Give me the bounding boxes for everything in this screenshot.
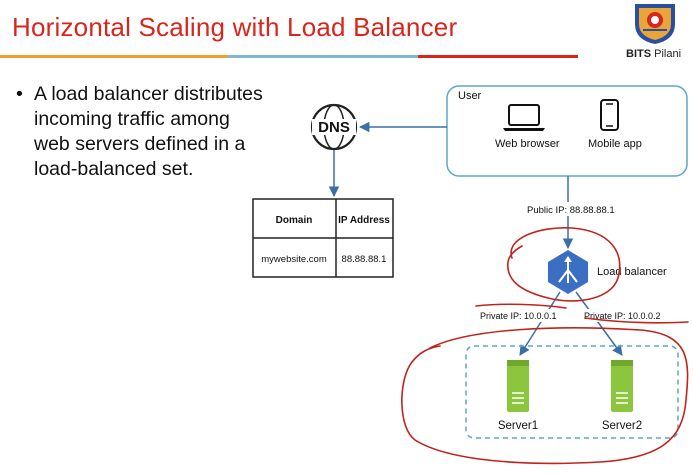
dns-label: DNS	[318, 119, 350, 136]
user-label: User	[458, 90, 482, 102]
server1-label: Server1	[498, 420, 538, 432]
mobile-phone-icon	[600, 99, 619, 131]
bits-logo-icon	[635, 4, 675, 44]
title-underline-red	[418, 55, 578, 58]
mobile-app-label: Mobile app	[588, 138, 642, 150]
red-annotation-marks	[401, 227, 689, 465]
private-ip-2-label: Private IP: 10.0.0.2	[584, 311, 661, 321]
server-icon	[611, 360, 633, 412]
bullet-text: A load balancer distributes incoming tra…	[34, 83, 263, 180]
load-balancer-icon	[548, 250, 588, 294]
table-header-domain: Domain	[276, 215, 313, 226]
table-cell-domain: mywebsite.com	[261, 254, 327, 265]
bullet-dot: •	[16, 83, 23, 105]
load-balancer-label: Load balancer	[597, 266, 667, 278]
private-ip-1-label: Private IP: 10.0.0.1	[480, 311, 557, 321]
table-header-ip: IP Address	[338, 215, 390, 226]
annotation-underline-private-ip-2	[584, 317, 689, 324]
arrow-lb-to-server1	[519, 291, 561, 356]
dns-table: Domain IP Address mywebsite.com 88.88.88…	[252, 198, 394, 278]
server2-label: Server2	[602, 420, 642, 432]
slide-title: Horizontal Scaling with Load Balancer	[12, 12, 458, 42]
public-ip-label: Public IP: 88.88.88.1	[527, 205, 615, 216]
title-underline-blue	[228, 55, 418, 58]
title-underline-orange	[0, 55, 228, 58]
dns-icon: DNS	[310, 103, 358, 151]
annotation-underline-private-ip-1	[475, 303, 567, 309]
server-group-box	[465, 345, 679, 439]
arrow-lb-to-server2	[575, 291, 623, 356]
bullet-point: • A load balancer distributes incoming t…	[16, 82, 266, 182]
annotation-circle-load-balancer	[507, 227, 621, 302]
logo-text: BITS Pilani	[626, 48, 681, 60]
laptop-icon	[503, 104, 545, 131]
server-icon	[507, 360, 529, 412]
logo-text-rest: Pilani	[651, 48, 682, 60]
user-box	[446, 85, 688, 177]
logo-text-bold: BITS	[626, 48, 652, 60]
table-cell-ip: 88.88.88.1	[342, 254, 387, 265]
annotation-circle-servers	[401, 327, 689, 465]
web-browser-label: Web browser	[495, 138, 560, 150]
